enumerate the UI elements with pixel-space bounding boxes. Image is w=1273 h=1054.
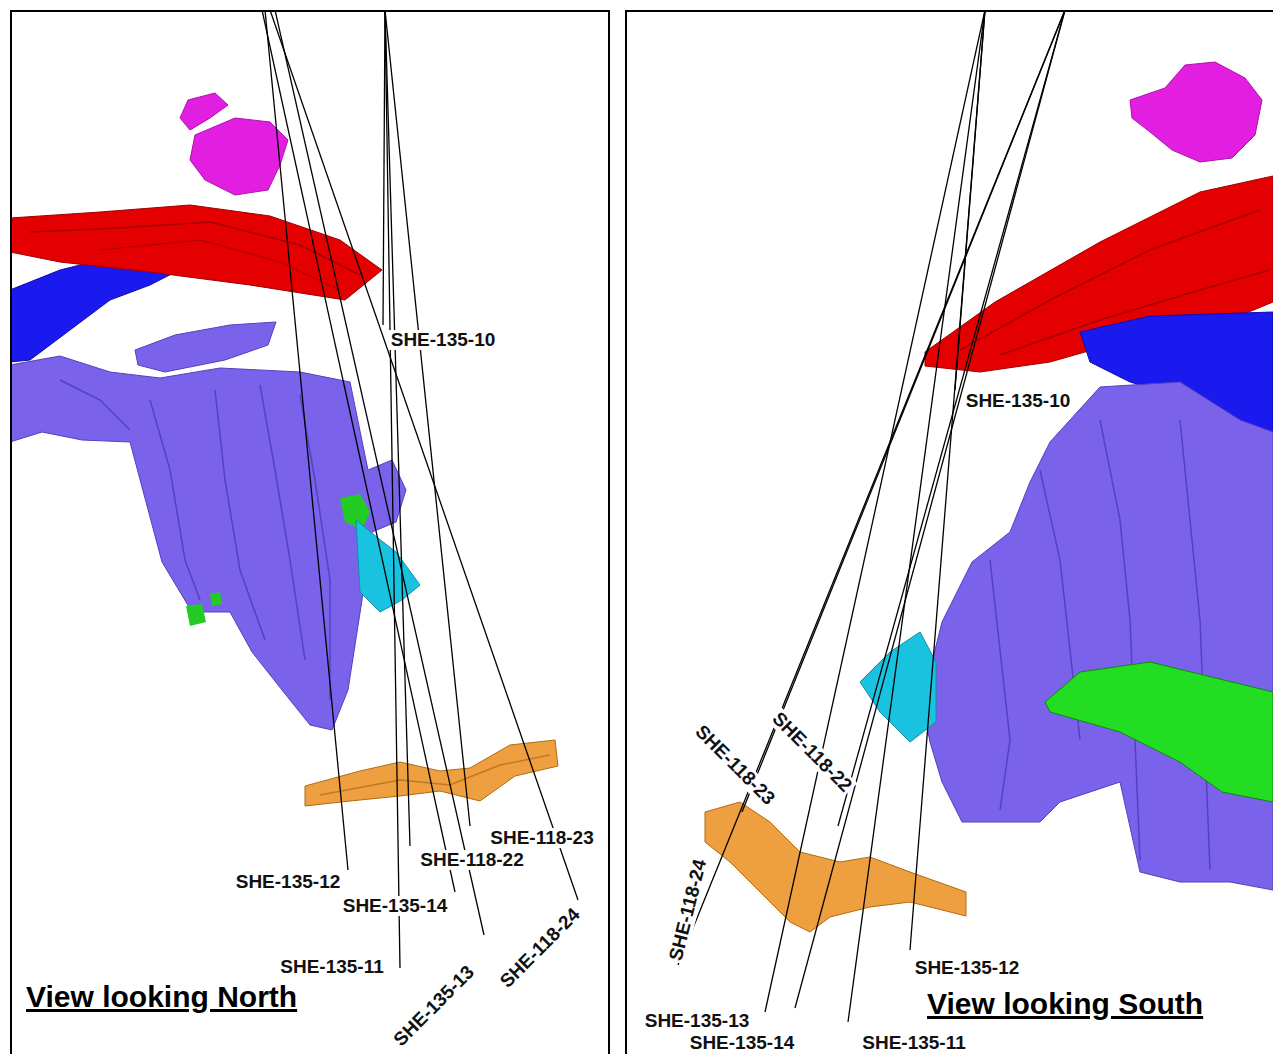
drill-hole-label: SHE-118-22 [767, 707, 857, 797]
drill-hole-label: SHE-118-24 [665, 855, 710, 964]
magenta-body [190, 118, 288, 195]
green-zone [1045, 662, 1273, 802]
red-zone [11, 205, 382, 300]
green-zone [210, 592, 222, 606]
green-zone [340, 494, 370, 530]
drill-hole-label: SHE-118-23 [488, 828, 596, 848]
drill-hole-label: SHE-135-13 [389, 961, 480, 1052]
green-zone [186, 604, 206, 626]
drill-hole-label: SHE-135-11 [278, 957, 386, 977]
south-view-model [678, 11, 1273, 1022]
shading [990, 420, 1210, 870]
magenta-body [1130, 62, 1262, 162]
purple-zone [922, 382, 1273, 890]
view-panel: View looking South [625, 10, 1273, 1054]
drill-hole-label: SHE-118-22 [418, 850, 526, 870]
purple-zone [135, 322, 276, 372]
drill-hole-label: SHE-135-12 [913, 958, 1022, 978]
drill-hole [678, 11, 1065, 1022]
drill-hole-label: SHE-135-10 [389, 330, 498, 350]
purple-zone [11, 356, 406, 730]
view-heading: View looking North [26, 980, 297, 1014]
drill-hole-label: SHE-135-13 [643, 1011, 752, 1031]
drill-hole-label: SHE-135-12 [234, 872, 343, 892]
cyan-zone [356, 520, 420, 612]
view-heading: View looking South [927, 987, 1203, 1021]
orange-zone [705, 802, 966, 932]
orange-zone [305, 740, 558, 806]
drill-hole-label: SHE-135-11 [860, 1033, 968, 1053]
shading [100, 240, 340, 290]
view-panel: View looking North [10, 10, 610, 1054]
shading [320, 755, 550, 795]
drill-hole-label: SHE-135-10 [964, 391, 1073, 411]
drill-hole-label: SHE-118-23 [690, 720, 780, 810]
drill-hole-label: SHE-135-14 [688, 1033, 797, 1053]
drill-hole-label: SHE-135-14 [341, 896, 450, 916]
north-view-model [11, 11, 578, 968]
drill-hole [262, 11, 578, 968]
shading [60, 380, 330, 700]
drill-hole-label: SHE-118-24 [495, 903, 585, 993]
